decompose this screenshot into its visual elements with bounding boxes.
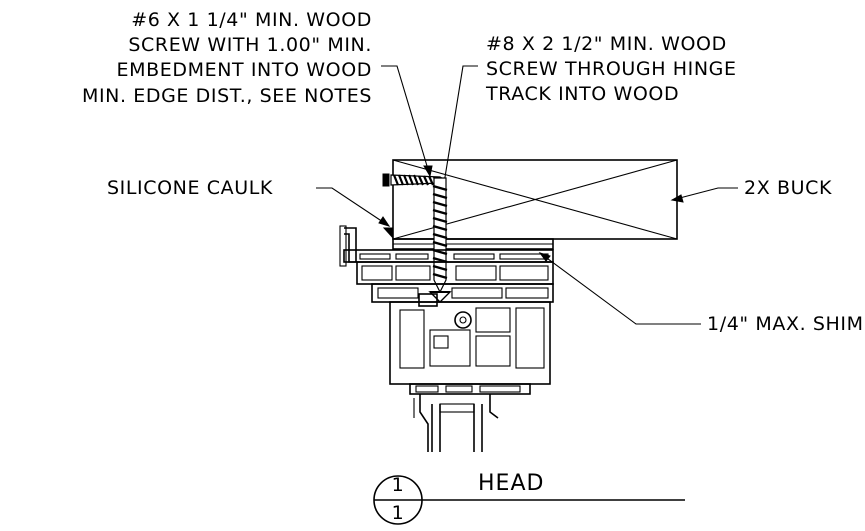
screw-8 (428, 177, 452, 303)
leader-caulk (316, 187, 390, 227)
callout-shim: 1/4" MAX. SHIM (707, 313, 864, 335)
leader-buck (671, 187, 738, 201)
callout-screw-6: #6 X 1 1/4" MIN. WOOD SCREW WITH 1.00" M… (82, 9, 372, 107)
callout-screw-6-line-1: #6 X 1 1/4" MIN. WOOD (131, 9, 372, 31)
callout-screw-8-line-3: TRACK INTO WOOD (485, 83, 679, 105)
window-frame-extrusion (339, 225, 554, 452)
callout-screw-6-line-3: EMBEDMENT INTO WOOD (117, 59, 372, 81)
callout-2x-buck: 2X BUCK (744, 177, 832, 199)
callout-silicone-caulk: SILICONE CAULK (107, 177, 273, 199)
callout-screw-8: #8 X 2 1/2" MIN. WOOD SCREW THROUGH HING… (485, 33, 737, 105)
callout-screw-8-line-2: SCREW THROUGH HINGE (486, 58, 737, 80)
leader-shim (539, 252, 701, 325)
callout-screw-6-line-2: SCREW WITH 1.00" MIN. (128, 34, 372, 56)
detail-number: 1 (392, 474, 405, 496)
sheet-number: 1 (392, 502, 405, 524)
callout-screw-8-line-1: #8 X 2 1/2" MIN. WOOD (486, 33, 727, 55)
callout-screw-6-line-4: MIN. EDGE DIST., SEE NOTES (82, 85, 372, 107)
shim (392, 238, 554, 250)
leader-screw-6 (381, 65, 431, 177)
leader-caulk-arrow (378, 216, 391, 227)
silicone-caulk-bead (382, 227, 394, 240)
detail-name: HEAD (478, 471, 544, 496)
detail-title: 1 1 HEAD (373, 471, 685, 525)
